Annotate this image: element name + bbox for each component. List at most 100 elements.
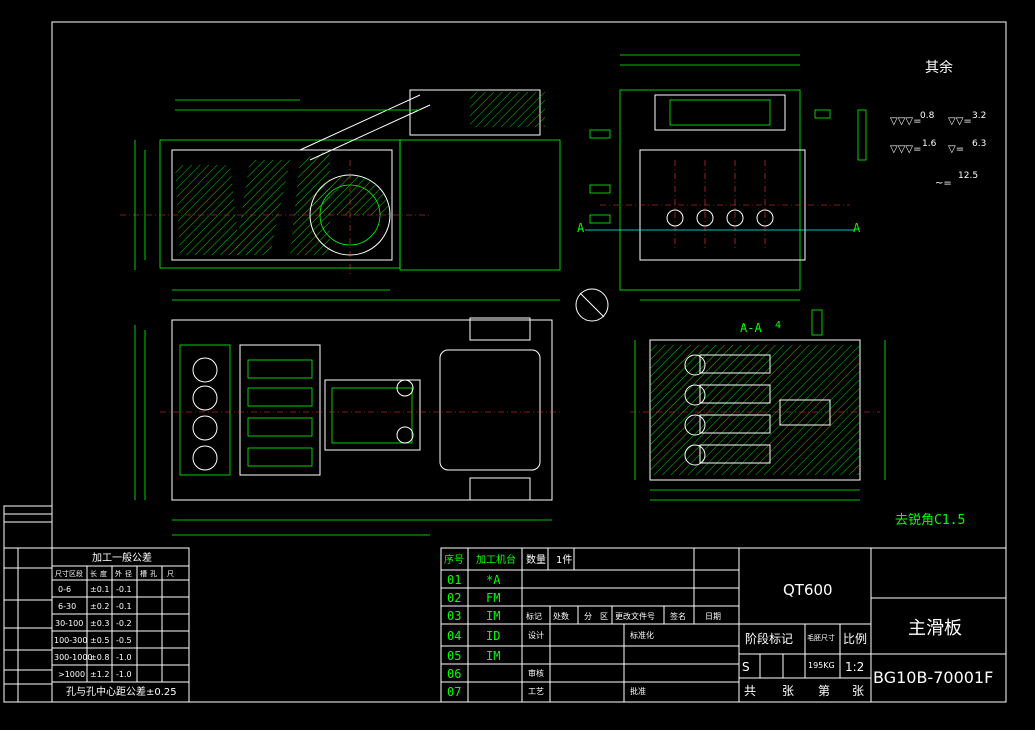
tol-r4-od: -1.0: [116, 653, 132, 662]
rev-date: 日期: [705, 612, 721, 621]
tol-r1-len: ±0.2: [90, 602, 109, 611]
tol-r2-range: 30-100: [55, 619, 83, 628]
sheet-total-b: 张: [782, 684, 794, 698]
proc-r1-code: FM: [486, 591, 500, 605]
proc-standard: 标准化: [630, 630, 654, 640]
proc-r1-no: 02: [447, 591, 461, 605]
tolerance-rows: 0-6 ±0.1 -0.1 6-30 ±0.2 -0.1 30-100 ±0.3…: [54, 585, 132, 679]
tolerance-table: [51, 547, 190, 703]
proc-h-qty: 数量: [526, 553, 546, 566]
tol-r5-len: ±1.2: [90, 670, 109, 679]
tol-r2-od: -0.2: [116, 619, 132, 628]
sheet-no-a: 第: [818, 684, 830, 698]
svg-text:▽▽▽=: ▽▽▽=: [890, 116, 921, 127]
material: QT600: [783, 581, 833, 599]
tol-r3-len: ±0.5: [90, 636, 109, 645]
blank-size-label: 毛胚尺寸: [807, 633, 835, 642]
proc-approve: 批准: [630, 686, 646, 696]
tol-h2: 度: [100, 569, 107, 578]
proc-r0-code: *A: [486, 573, 501, 587]
tol-h6: 孔: [150, 570, 157, 578]
svg-text:▽=: ▽=: [948, 144, 964, 155]
svg-text:~=: ~=: [935, 178, 952, 189]
proc-h-machine: 加工机台: [476, 553, 516, 566]
proc-review: 审核: [528, 668, 544, 678]
proc-h-qty-val: 1件: [556, 554, 572, 566]
tolerance-title: 加工一般公差: [92, 551, 152, 564]
proc-r5-no: 06: [447, 667, 461, 681]
roughness-r3: 1.6: [922, 139, 937, 149]
sheet-total-a: 共: [744, 684, 756, 698]
tolerance-footer: 孔与孔中心距公差±0.25: [66, 685, 177, 698]
tol-h5: 槽: [140, 569, 147, 578]
tol-r5-range: >1000: [58, 670, 85, 679]
proc-r4-no: 05: [447, 649, 461, 663]
scale-label: 比例: [843, 632, 867, 646]
rev-count: 处数: [553, 611, 569, 621]
proc-r2-no: 03: [447, 609, 461, 623]
proc-h-no: 序号: [444, 553, 464, 566]
tol-h7: 尺: [167, 570, 174, 578]
roughness-symbols: ▽▽▽= 0.8 ▽▽= 3.2 ▽▽▽= 1.6 ▽= 6.3 ~= 12.5: [890, 111, 986, 189]
roughness-r5: 12.5: [958, 171, 978, 181]
tol-h4: 径: [125, 569, 132, 578]
rev-sign: 签名: [670, 611, 686, 621]
rev-doc: 更改文件号: [615, 611, 655, 621]
tol-h3: 外: [115, 569, 122, 578]
rev-mark: 标记: [526, 611, 542, 621]
svg-text:▽▽=: ▽▽=: [948, 116, 972, 127]
proc-design: 设计: [528, 630, 544, 640]
part-name: 主滑板: [908, 618, 962, 639]
scale-value: 1:2: [845, 660, 864, 674]
svg-text:▽▽▽=: ▽▽▽=: [890, 144, 921, 155]
stage-value: S: [742, 660, 750, 674]
view-front: [575, 54, 867, 322]
process-table: [440, 547, 740, 703]
tol-r2-len: ±0.3: [90, 619, 109, 628]
tol-r0-od: -0.1: [116, 585, 132, 594]
chamfer-note: 去锐角C1.5: [895, 513, 965, 528]
sheet-no-b: 张: [852, 684, 864, 698]
side-label-lines: [4, 513, 52, 702]
tol-r3-range: 100-300: [54, 636, 87, 645]
proc-r2-code: IM: [486, 609, 500, 623]
drawing-number: BG10B-70001F: [873, 668, 993, 687]
tol-r3-od: -0.5: [116, 636, 132, 645]
roughness-title: 其余: [925, 59, 953, 76]
tol-r4-len: ±0.8: [90, 653, 109, 662]
proc-r3-code: ID: [486, 629, 500, 643]
proc-r6-no: 07: [447, 685, 461, 699]
tol-r4-range: 300-1000: [54, 653, 93, 662]
tol-r1-od: -0.1: [116, 602, 132, 611]
tol-r1-range: 6-30: [58, 602, 76, 611]
tol-r0-len: ±0.1: [90, 585, 109, 594]
process-rows: 01 *A 02 FM 03 IM 04 ID 05 IM 06 07: [447, 573, 501, 699]
section-number: 4: [775, 320, 781, 331]
tolerance-headers: 尺寸区段 长 度 外 径 槽 孔 尺: [55, 569, 174, 578]
tol-h1: 长: [90, 569, 97, 578]
roughness-r4: 6.3: [972, 139, 986, 149]
proc-craft: 工艺: [528, 687, 544, 696]
proc-r4-code: IM: [486, 649, 500, 663]
roughness-r2: 3.2: [972, 111, 986, 121]
tol-r5-od: -1.0: [116, 670, 132, 679]
roughness-r1: 0.8: [920, 111, 935, 121]
rev-zone-b: 区: [600, 612, 608, 621]
proc-r3-no: 04: [447, 629, 461, 643]
tol-h0: 尺寸区段: [55, 569, 83, 578]
view-section: [630, 309, 886, 501]
side-label-box: [3, 505, 53, 703]
revision-headers: 标记 处数 分 区 更改文件号 签名 日期: [526, 611, 721, 621]
view-plan: [134, 317, 560, 536]
stage-label: 阶段标记: [745, 631, 793, 646]
section-label: A-A: [740, 321, 762, 335]
weight: 195KG: [808, 661, 835, 670]
view-side: [120, 89, 561, 301]
proc-r0-no: 01: [447, 573, 461, 587]
tol-r0-range: 0-6: [58, 585, 71, 594]
section-mark-left: A: [577, 221, 585, 235]
section-mark-right: A: [853, 221, 861, 235]
title-block: [738, 547, 1007, 703]
rev-zone-a: 分: [584, 612, 592, 621]
